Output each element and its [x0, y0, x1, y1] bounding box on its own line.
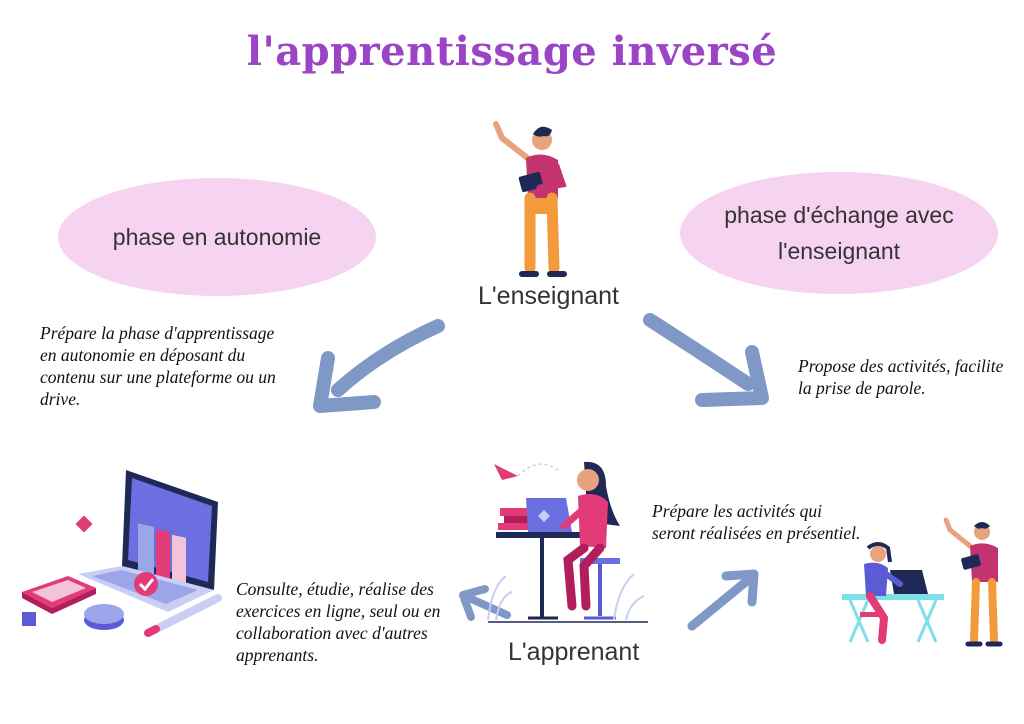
- learner-left-note: Consulte, étudie, réalise des exercices …: [236, 579, 441, 665]
- learner-label: L'apprenant: [508, 638, 640, 666]
- phase-autonomy-label: phase en autonomie: [112, 224, 322, 250]
- phase-autonomy-bubble: phase en autonomie: [58, 178, 376, 296]
- learner-right-note: Prépare les activités qui seront réalisé…: [652, 501, 861, 543]
- teacher-with-tablet-icon: [493, 121, 567, 277]
- phase-exchange-bubble: phase d'échange avec l'enseignant: [680, 172, 998, 294]
- page-title: l'apprentissage inversé: [246, 28, 778, 75]
- teacher-right-note: Propose des activités, facilite la prise…: [798, 356, 1004, 398]
- arrow-teacher-to-autonomy: [313, 319, 445, 413]
- laptop-with-books-icon: [22, 470, 222, 637]
- teacher-label: L'enseignant: [478, 282, 620, 310]
- arrow-teacher-to-exchange: [643, 313, 769, 407]
- arrow-learner-to-classroom: [687, 569, 759, 631]
- teacher-left-note: Prépare la phase d'apprentissage en auto…: [40, 323, 276, 409]
- arrow-learner-to-laptop: [459, 585, 511, 621]
- classroom-interaction-icon: [842, 517, 1003, 647]
- student-at-laptop-icon: [487, 461, 648, 623]
- phase-exchange-label: phase d'échange avec l'enseignant: [724, 202, 954, 264]
